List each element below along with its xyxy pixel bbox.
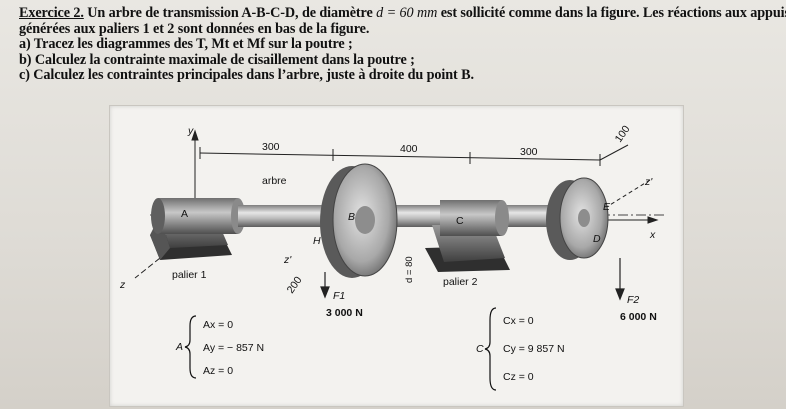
shaft-c-cylinder xyxy=(440,200,509,236)
reaction-cx: Cx = 0 xyxy=(503,315,534,327)
label-x: x xyxy=(649,229,656,241)
reaction-c-vector: C xyxy=(476,343,484,355)
label-C: C xyxy=(456,215,464,227)
brace-c xyxy=(484,307,497,391)
y-arrow-icon xyxy=(191,129,199,141)
math-d: d xyxy=(376,5,384,21)
question-a: a) Tracez les diagrammes des T, Mt et Mf… xyxy=(19,36,353,52)
label-diameter: d = 80 xyxy=(404,256,415,283)
question-b: b) Calculez la contrainte maximale de ci… xyxy=(19,51,415,68)
label-D: D xyxy=(593,233,601,245)
pulley-d xyxy=(546,177,609,260)
dim-400: 400 xyxy=(400,143,418,155)
label-A: A xyxy=(181,208,188,220)
label-zprime-right: z' xyxy=(644,176,653,188)
main-shaft xyxy=(238,205,598,227)
label-palier2: palier 2 xyxy=(443,276,478,288)
label-palier1: palier 1 xyxy=(172,269,207,281)
reactions-a: A Ax = 0 Ay = − 857 N Az = 0 xyxy=(175,315,264,379)
brace-a xyxy=(184,315,197,379)
label-F2-value: 6 000 N xyxy=(620,311,657,323)
reaction-cy: Cy = 9 857 N xyxy=(503,343,565,355)
label-H: H xyxy=(313,235,321,247)
reaction-cz: Cz = 0 xyxy=(503,371,534,383)
label-zprime-left: z' xyxy=(283,254,292,266)
pulley-b xyxy=(320,163,398,278)
statement-line-2: générées aux paliers 1 et 2 sont données… xyxy=(19,20,370,37)
reaction-az: Az = 0 xyxy=(203,365,233,377)
zprime-axis-right xyxy=(604,179,651,209)
math-eq: = 60 xyxy=(383,5,417,21)
reaction-ax: Ax = 0 xyxy=(203,319,233,331)
f1-arrow-icon xyxy=(320,286,330,299)
label-arbre: arbre xyxy=(262,175,287,187)
exercise-title: Exercice 2. xyxy=(19,5,84,21)
label-F2: F2 xyxy=(627,294,639,306)
statement-line-1: Exercice 2. Un arbre de transmission A-B… xyxy=(19,5,786,22)
figure-labels: y 300 400 300 100 200 arbre A B C D E H … xyxy=(119,123,657,323)
reaction-a-vector: A xyxy=(175,341,183,353)
dim-300-a: 300 xyxy=(262,141,280,153)
dim-200: 200 xyxy=(285,274,305,295)
label-F1: F1 xyxy=(333,290,345,302)
shaft-left-cylinder xyxy=(151,198,245,234)
dim-100: 100 xyxy=(613,123,633,144)
question-c: c) Calculez les contraintes principales … xyxy=(19,67,474,83)
label-B: B xyxy=(348,211,355,223)
dimension-line xyxy=(199,144,629,166)
reaction-ay: Ay = − 857 N xyxy=(203,342,264,354)
dim-300-b: 300 xyxy=(520,146,538,158)
math-unit: mm xyxy=(416,5,438,21)
intro-text: Un arbre de transmission A-B-C-D, de dia… xyxy=(83,5,377,21)
force-arrows xyxy=(320,258,625,301)
f2-arrow-icon xyxy=(615,288,625,301)
label-y: y xyxy=(187,125,194,137)
label-F1-value: 3 000 N xyxy=(326,307,363,319)
x-arrow-icon xyxy=(647,216,659,224)
label-z: z xyxy=(119,279,126,291)
intro-text-2: est sollicité comme dans la figure. Les … xyxy=(437,5,786,21)
exercise-statement: Exercice 2. Un arbre de transmission A-B… xyxy=(19,5,786,84)
reactions-c: C Cx = 0 Cy = 9 857 N Cz = 0 xyxy=(476,307,565,391)
label-E: E xyxy=(603,201,611,213)
